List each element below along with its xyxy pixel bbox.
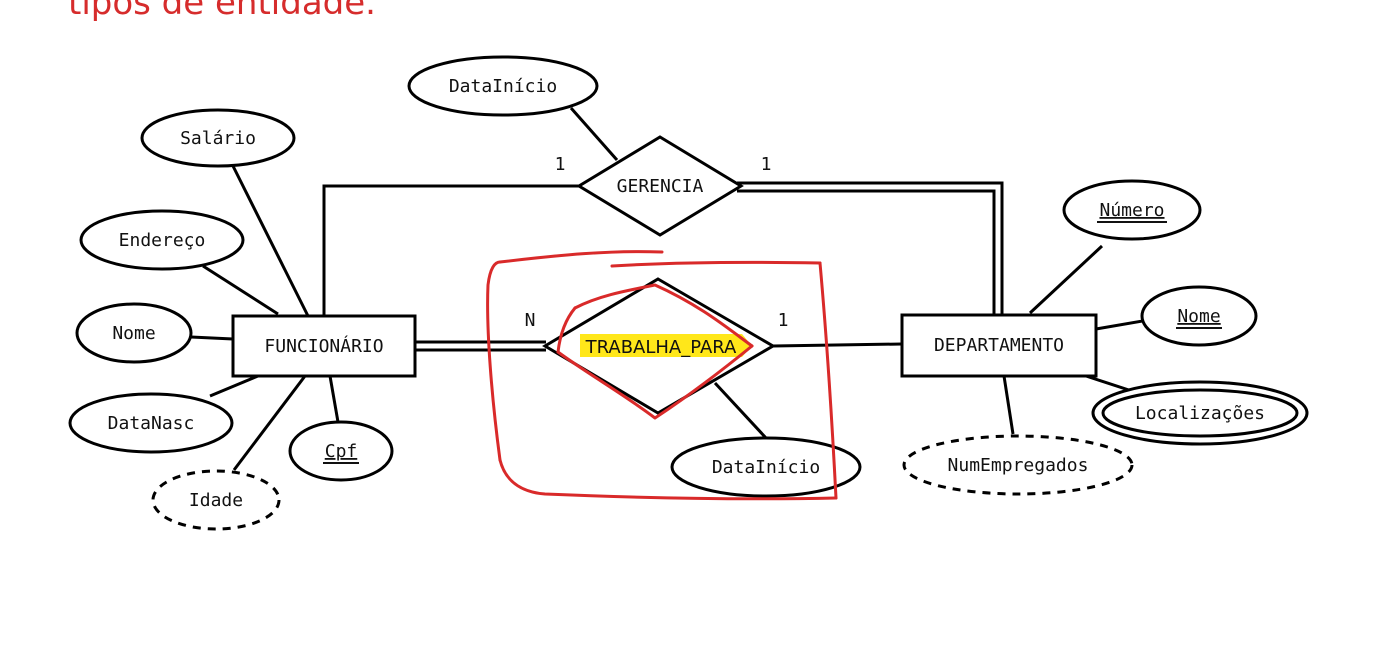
relationship-gerencia: GERENCIA: [576, 135, 744, 237]
attribute-localizacoes-multivalued: Localizações: [1091, 380, 1309, 446]
entity-departamento: DEPARTAMENTO: [900, 313, 1098, 378]
handdrawn-annotation: [486, 250, 838, 501]
slide-title: tipos de entidade.: [68, 0, 376, 23]
entity-funcionario: FUNCIONÁRIO: [231, 314, 417, 378]
entity-departamento-label: DEPARTAMENTO: [934, 335, 1064, 356]
attribute-numero-label: Número: [1099, 200, 1164, 221]
attribute-endereco-label: Endereço: [119, 230, 206, 251]
attribute-salario-label: Salário: [180, 128, 256, 149]
attribute-idade-label: Idade: [189, 490, 243, 511]
entity-funcionario-label: FUNCIONÁRIO: [264, 335, 383, 357]
attribute-datanasc: DataNasc: [68, 392, 234, 454]
relationship-trabalha-para: TRABALHA_PARA: [542, 277, 776, 415]
attribute-datainicio-gerencia: DataInício: [407, 55, 599, 117]
attribute-idade-derived: Idade: [151, 469, 281, 531]
attribute-nome-dept-label: Nome: [1177, 306, 1220, 327]
attribute-datainicio-trabalha: DataInício: [670, 436, 862, 498]
attribute-salario: Salário: [140, 108, 296, 168]
cardinality-trabalha-func: N: [525, 310, 536, 331]
highlight-mark: [580, 334, 752, 357]
attribute-datainicio-gerencia-label: DataInício: [449, 76, 557, 97]
attribute-datanasc-label: DataNasc: [108, 413, 195, 434]
attribute-nome-label: Nome: [112, 323, 155, 344]
attribute-numempregados-label: NumEmpregados: [948, 455, 1089, 476]
cardinality-gerencia-dept: 1: [761, 154, 772, 175]
attribute-endereco: Endereço: [79, 209, 245, 271]
attribute-numero-key: Número: [1062, 179, 1202, 241]
relationship-gerencia-label: GERENCIA: [617, 176, 704, 197]
connection-lines: [190, 107, 1161, 471]
attribute-nome: Nome: [75, 302, 193, 364]
attribute-nome-dept-key: Nome: [1140, 285, 1258, 347]
relationship-trabalha-para-label: TRABALHA_PARA: [585, 337, 737, 358]
attribute-localizacoes-label: Localizações: [1135, 403, 1265, 424]
attribute-datainicio-trabalha-label: DataInício: [712, 457, 820, 478]
attribute-numempregados-derived: NumEmpregados: [902, 434, 1134, 496]
cardinality-gerencia-func: 1: [555, 154, 566, 175]
cardinality-trabalha-dept: 1: [778, 310, 789, 331]
attribute-cpf-key: Cpf: [288, 420, 394, 482]
attribute-cpf-label: Cpf: [325, 441, 358, 462]
